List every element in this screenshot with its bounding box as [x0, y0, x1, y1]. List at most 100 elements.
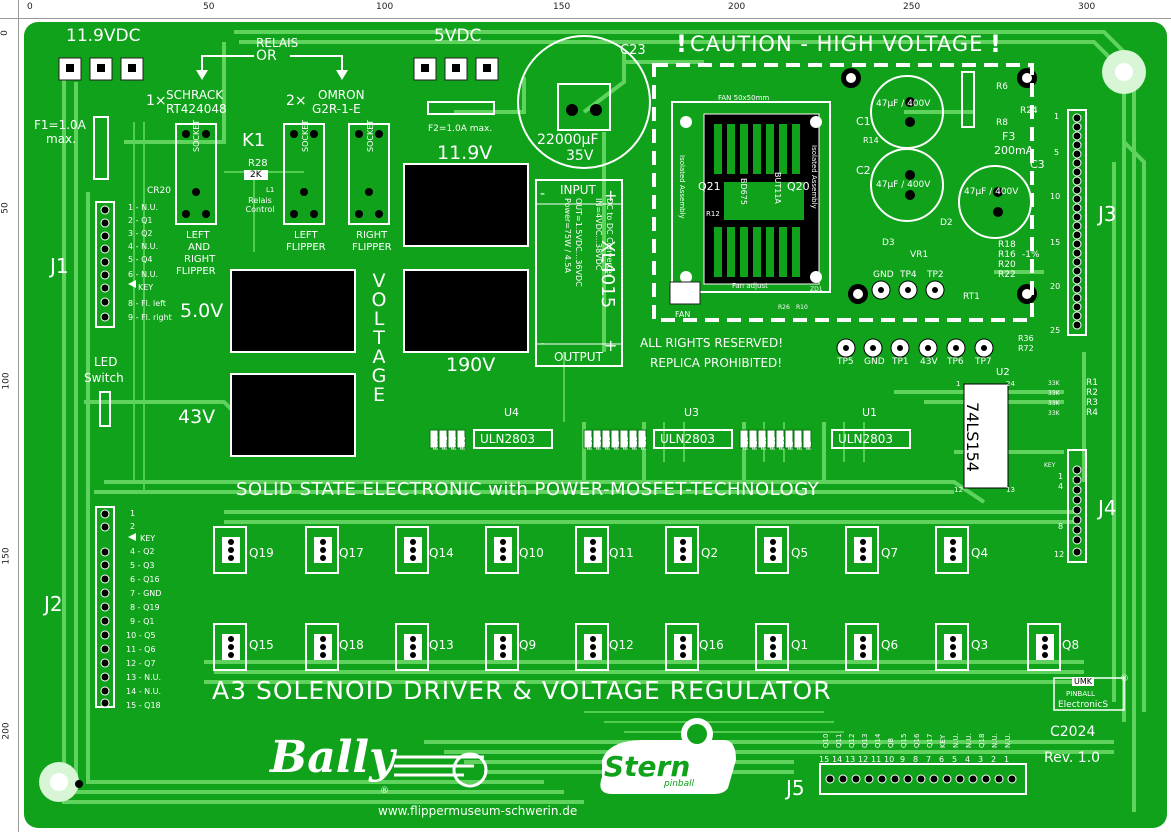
r26-label: R26	[778, 304, 790, 311]
j5-number: 13	[845, 755, 856, 764]
ruler-left-tick: 0	[0, 30, 10, 36]
r16-label: R16	[998, 250, 1016, 260]
umk-logo-2: PINBALL	[1066, 690, 1095, 698]
umk-registered: ®	[1120, 674, 1129, 684]
c23-label: C23	[620, 43, 646, 58]
revision-label: Rev. 1.0	[1044, 750, 1101, 766]
zd1-label: ZD1	[810, 286, 823, 293]
mosfet-label: Q6	[881, 638, 899, 652]
isolated-label-right: Isolated Assembly	[810, 145, 818, 209]
j4-pin: 8	[1058, 522, 1064, 531]
r42-label: R42	[441, 436, 449, 450]
umk-logo-3: ElectronicS	[1058, 700, 1109, 710]
r2-label: R2	[1086, 388, 1098, 398]
tp4-label: TP4	[900, 270, 917, 280]
r1-value: 33K	[1048, 380, 1060, 387]
r27-label: R27	[613, 436, 621, 450]
f1-max-label: max.	[46, 132, 76, 146]
copyright-year: C2024	[1050, 724, 1096, 740]
r12-label: R12	[706, 210, 720, 218]
right-flipper-2: FLIPPER	[352, 242, 392, 253]
j5-number: 3	[978, 755, 984, 764]
j1-key: KEY	[138, 283, 154, 292]
schrack-part: RT424048	[166, 102, 227, 116]
ic-74ls154: 74LS154	[963, 402, 982, 472]
c23-value: 22000µF	[537, 132, 599, 148]
ruler-top-tick: 250	[903, 2, 921, 12]
j5-signal: Q18	[978, 733, 986, 748]
j4-pin: 12	[1054, 550, 1065, 559]
f3-label: F3	[1002, 130, 1016, 143]
voltage-5-0v: 5.0V	[180, 300, 224, 322]
j2-pin: 12 - Q7	[126, 659, 156, 668]
j5-signal: Q12	[848, 733, 856, 748]
mosfet-label: Q5	[791, 546, 809, 560]
j5-number: 7	[926, 755, 932, 764]
j3-pin: 10	[1050, 192, 1061, 201]
replica-prohibited: REPLICA PROHIBITED!	[650, 356, 783, 370]
pcb-artwork	[39, 30, 1146, 812]
c1-value: 47µF / 400V	[876, 99, 931, 109]
j1-label: J1	[50, 254, 69, 278]
j5-number: 5	[952, 755, 958, 764]
mosfet-label: Q14	[429, 546, 454, 560]
or-label: OR	[256, 48, 277, 64]
lr-flipper-2: AND	[188, 242, 211, 253]
voltage-label: VOLTAGE	[368, 270, 390, 403]
j1-pin: 1 - N.U.	[128, 203, 158, 212]
r17-label: R17	[751, 436, 759, 450]
c2-label: C2	[856, 164, 871, 177]
input-plus: +	[604, 186, 618, 205]
r1-label: R1	[1086, 378, 1098, 388]
u4-label: U4	[504, 406, 520, 419]
relais-control-label: Relais Control	[245, 196, 275, 214]
r4-label: R4	[1086, 408, 1098, 418]
j2-pin: 6 - Q16	[130, 575, 160, 584]
left-flipper-1: LEFT	[294, 230, 318, 241]
u2-label: U2	[996, 367, 1010, 378]
j5-number: 6	[939, 755, 945, 764]
j2-pin: 14 - N.U.	[126, 687, 162, 696]
j5-number: 12	[858, 755, 869, 764]
q21-label: Q21	[698, 180, 721, 193]
u1-chip: ULN2803	[838, 432, 893, 446]
led-switch-2: Switch	[84, 371, 124, 385]
r4-value: 33K	[1048, 410, 1060, 417]
fan-label: FAN	[675, 310, 691, 319]
u3-label: U3	[684, 406, 700, 419]
r10-label: R10	[796, 304, 808, 311]
j5-signal: Q11	[835, 733, 843, 748]
j5-number: 2	[991, 755, 997, 764]
j1-pin: 6 - N.U.	[128, 270, 158, 279]
r13-label: R13	[769, 436, 777, 450]
input-minus: -	[540, 186, 546, 202]
j4-key: KEY	[1044, 462, 1056, 469]
mosfet-label: Q11	[609, 546, 634, 560]
vr1-label: VR1	[910, 250, 929, 260]
r15-label: R15	[760, 436, 768, 450]
schrack-qty: 1×	[146, 93, 167, 109]
ruler-top: 0 50 100 150 200 250 300	[0, 0, 1171, 19]
r44-label: R44	[432, 436, 440, 450]
r24-label: R24	[1020, 106, 1038, 116]
j5-signal: Q17	[926, 733, 934, 748]
dcdc-desc-4: Power=75W / 4.5A	[563, 198, 572, 273]
j1-pin: 9 - Fl. right	[128, 313, 172, 322]
r22-label: R22	[998, 270, 1016, 280]
ruler-corner	[0, 0, 19, 19]
output-label: OUTPUT	[554, 350, 603, 364]
board-title: A3 SOLENOID DRIVER & VOLTAGE REGULATOR	[212, 676, 832, 705]
j2-pin: 11 - Q6	[126, 645, 156, 654]
d2-label: D2	[940, 218, 953, 228]
label-5vdc: 5VDC	[434, 26, 482, 46]
r2-value: 33K	[1048, 390, 1060, 397]
j3-pin: 25	[1050, 326, 1061, 335]
r40-label: R40	[450, 436, 458, 450]
d3-label: D3	[882, 238, 895, 248]
j5-number: 15	[819, 755, 830, 764]
r14-label: R14	[863, 136, 879, 145]
j5-signal: N.U.	[965, 733, 973, 748]
j5-signal: N.U.	[1004, 733, 1012, 748]
mosfet-label: Q4	[971, 546, 989, 560]
omron-label: OMRON	[318, 88, 365, 102]
